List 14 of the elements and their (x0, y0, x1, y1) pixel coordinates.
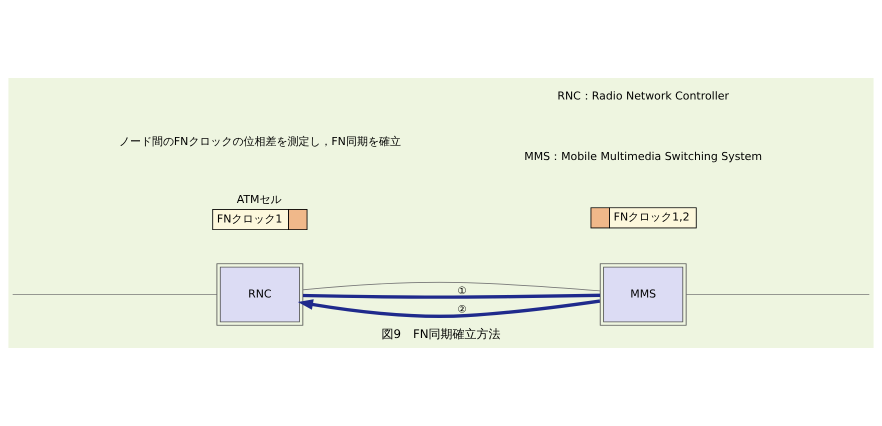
edge-label: ② (458, 304, 467, 316)
caption: 図9 FN同期確立方法 (381, 327, 501, 342)
arrow (298, 299, 600, 318)
node-box: MMS (600, 263, 687, 326)
connector (302, 294, 600, 299)
node-box: RNC (216, 263, 304, 326)
label: ノード間のFNクロックの位相差を測定し，FN同期を確立 (118, 134, 401, 148)
label: RNC：Radio Network Controller (557, 89, 729, 102)
edge-label: ① (458, 286, 467, 298)
label: MMS：Mobile Multimedia Switching System (524, 150, 762, 164)
connector (12, 294, 218, 295)
connector (302, 282, 601, 292)
node-label: ATMセル (236, 193, 282, 206)
connector (686, 294, 870, 295)
